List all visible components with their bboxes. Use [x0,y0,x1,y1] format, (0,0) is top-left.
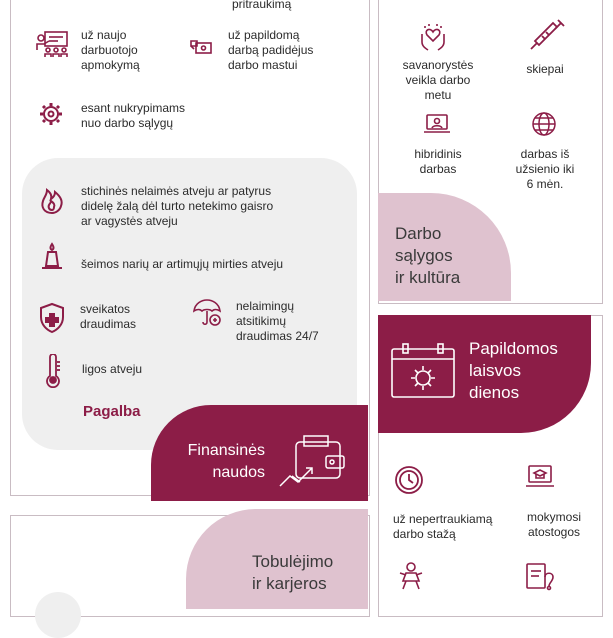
financial-benefits-title: Finansinės naudos [187,442,265,481]
fire-icon [39,187,65,215]
deviations-text: esant nukrypimams nuo darbo sąlygų [81,101,186,130]
disaster-text: stichinės nelaimės atveju ar patyrus did… [81,184,274,228]
death-text: šeimos narių ar artimųjų mirties atveju [81,257,284,271]
extra-work-text: už papildomą darbą padidėjus darbo mastu… [228,28,314,72]
volunteer-hands-icon [419,22,447,52]
candle-icon [39,242,65,272]
clipboard-health-icon [523,561,557,591]
help-heading: Pagalba [83,403,141,420]
study-laptop-icon [525,463,555,491]
gear-icon [38,101,64,127]
globe-icon [530,110,558,138]
abroad-text: darbas iš užsienio iki 6 mėn. [515,147,575,191]
financial-benefits-banner [151,405,368,501]
seniority-text: už nepertraukiamą darbo stažą [393,512,493,541]
hybrid-laptop-icon [423,112,451,136]
work-conditions-title: Darbo sąlygos ir kultūra [395,224,461,287]
health-shield-icon [38,302,66,334]
health-text: sveikatos draudimas [80,302,137,331]
hybrid-text: hibridinis darbas [414,147,462,176]
accident-text: nelaimingų atsitikimų draudimas 24/7 [236,299,319,343]
help-box [22,158,357,450]
vaccines-text: skiepai [526,62,564,76]
top-fragment-text: pritraukimą [232,0,292,11]
training-text: už naujo darbuotojo apmokymą [81,28,140,72]
syringe-icon [528,18,566,52]
career-icon-circle [35,592,81,638]
thermometer-icon [43,354,63,388]
career-banner [186,509,368,609]
baby-icon [397,561,425,591]
presentation-icon [36,30,70,58]
money-hand-icon [189,38,213,56]
wallet-growth-icon [278,432,352,490]
volunteering-text: savanorystės veikla darbo metu [402,58,474,102]
sickness-text: ligos atveju [82,362,143,376]
extra-days-title: Papildomos laisvos dienos [469,339,558,402]
clock-icon [393,464,425,496]
career-title: Tobulėjimo ir karjeros [252,552,334,593]
umbrella-icon [191,298,223,328]
study-text: mokymosi atostogos [526,510,581,539]
extra-days-banner [378,315,591,433]
calendar-sun-icon [389,343,457,401]
